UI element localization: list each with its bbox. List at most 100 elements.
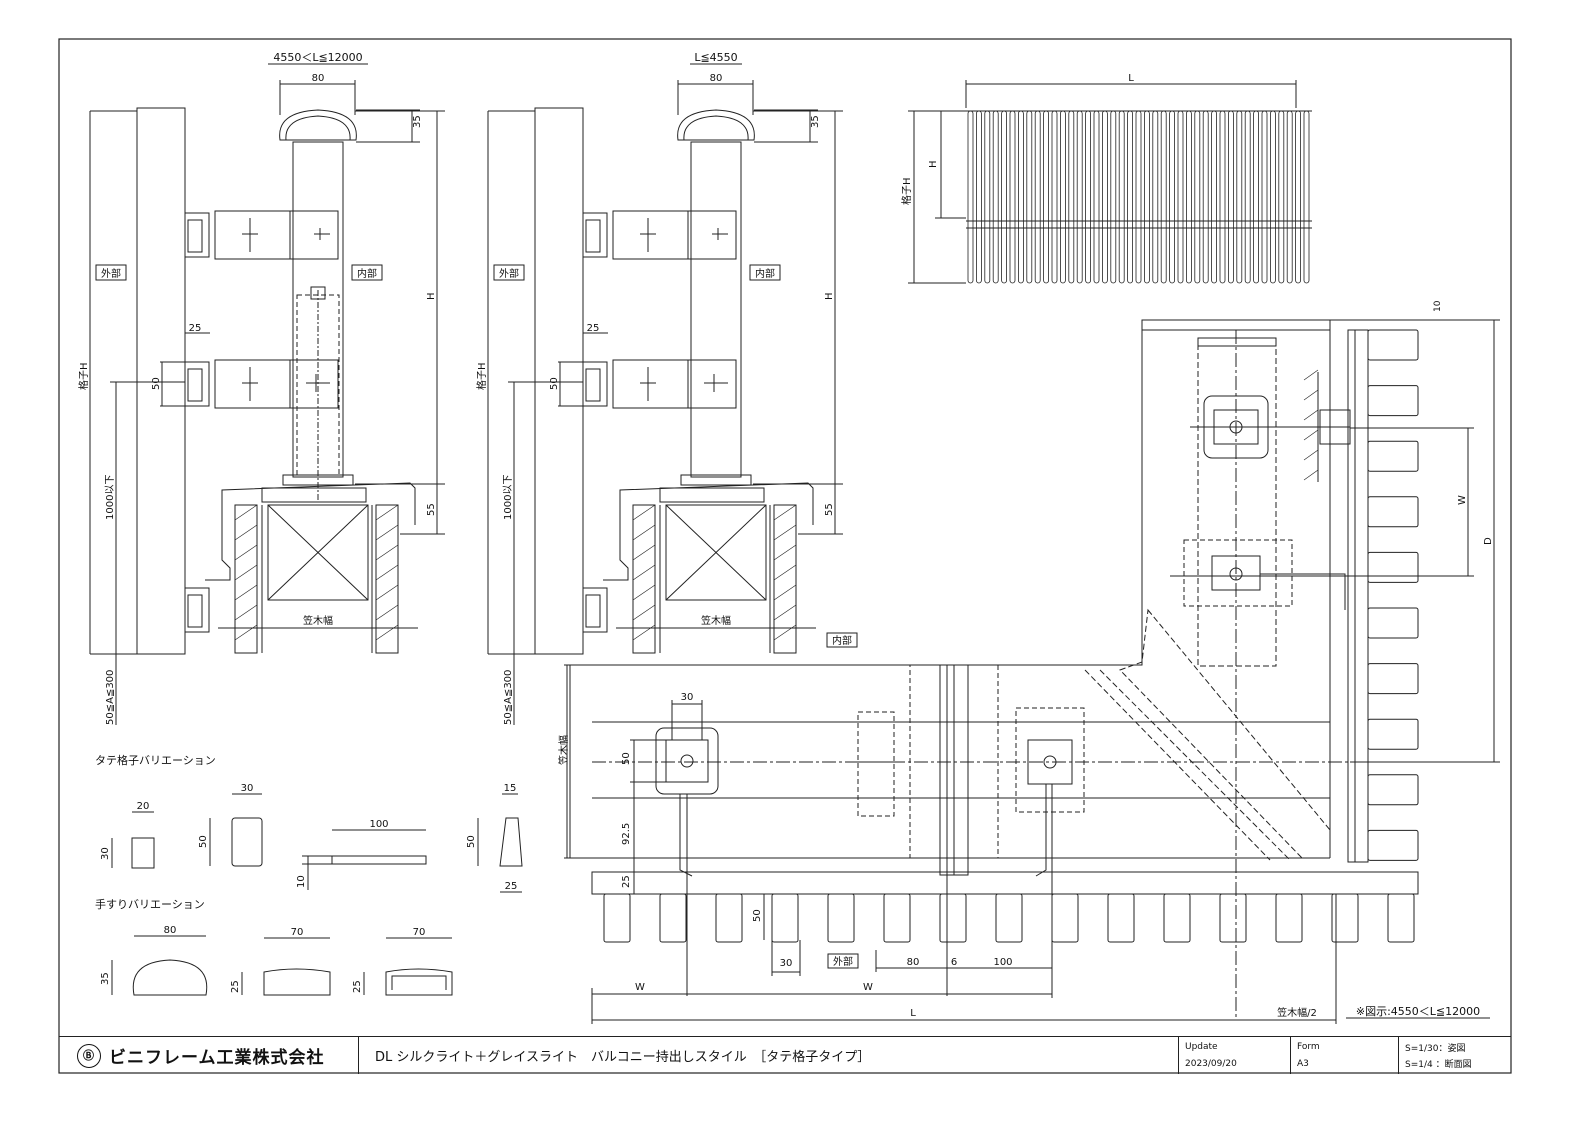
drawing-title: DL シルクライト＋グレイスライト バルコニー持出しスタイル ［タテ格子タイプ］ — [359, 1037, 1179, 1074]
plan-dim-100: 100 — [993, 957, 1012, 968]
plan-bar-side — [1367, 496, 1419, 528]
elevation-bar — [1194, 110, 1201, 284]
dim-A: 50≦A≦300 — [503, 670, 514, 725]
dim-top-width: 80 — [710, 73, 723, 84]
section-mid: L≦4550 80 35 H 55 格子H 1000以下 25 — [475, 51, 843, 725]
scale-2: S=1/4 ：断面図 — [1405, 1060, 1472, 1071]
plan-dim-25: 25 — [621, 875, 632, 888]
elevation-bar — [1118, 110, 1125, 284]
plan-dim-W-side: W — [1457, 495, 1468, 505]
dim-H: H — [824, 292, 835, 300]
elevation-bar — [992, 110, 999, 284]
plan-bar — [1331, 893, 1359, 943]
elevation-bar — [1043, 110, 1049, 284]
scale-cell: S=1/30：姿図 S=1/4 ：断面図 — [1399, 1037, 1511, 1074]
lattice-variation-title: タテ格子バリエーション — [95, 753, 216, 767]
l4-b: 25 — [505, 881, 518, 892]
elevation-bar — [1261, 110, 1268, 284]
plan-bar — [771, 893, 799, 943]
l2-h: 50 — [198, 835, 209, 848]
elevation-bar — [1127, 110, 1133, 284]
elevation-bar — [1169, 110, 1175, 284]
plan-dim-W2: W — [863, 982, 873, 993]
form-value: A3 — [1297, 1058, 1309, 1069]
plan-bar-side — [1367, 663, 1419, 695]
plan-bar — [603, 893, 631, 943]
dim-A: 50≦A≦300 — [105, 670, 116, 725]
dim-cap-height: 35 — [412, 115, 423, 128]
plan-view: 10 D W — [557, 300, 1500, 1024]
l4-h: 50 — [466, 835, 477, 848]
label-inside: 内部 — [357, 267, 377, 280]
elevation-bar — [1177, 110, 1184, 284]
elevation-bar — [1295, 110, 1301, 284]
plan-dim-10: 10 — [1433, 300, 1443, 312]
elevation-bar — [1228, 110, 1234, 284]
update-cell: Update 2023/09/20 — [1179, 1037, 1291, 1074]
plan-bar — [827, 893, 855, 943]
l2-w: 30 — [241, 783, 254, 794]
elevation-bar — [1286, 110, 1293, 284]
plan-bar-side — [1367, 440, 1419, 472]
elevation-bar — [1186, 110, 1192, 284]
elevation-bar — [1202, 110, 1209, 284]
elev-dim-L: L — [1128, 73, 1134, 84]
plan-bar — [1051, 893, 1079, 943]
elevation-bar — [1135, 110, 1142, 284]
l4-w: 15 — [504, 783, 517, 794]
plan-bar — [1163, 893, 1191, 943]
plan-label-inside: 内部 — [832, 634, 852, 647]
elevation-bar — [1236, 110, 1243, 284]
plan-bar — [1275, 893, 1303, 943]
elevation-bar — [967, 110, 974, 284]
elevation-lattice-bars — [967, 110, 1310, 284]
plan-dim-kasagi: 笠木幅 — [557, 735, 570, 765]
scale-1: S=1/30：姿図 — [1405, 1043, 1466, 1054]
label-outside: 外部 — [101, 267, 121, 280]
elevation-bar — [1034, 110, 1041, 284]
elev-dim-H: H — [928, 160, 939, 168]
elevation-bar — [1160, 110, 1167, 284]
elevation-bar — [1076, 110, 1083, 284]
plan-bar — [1107, 893, 1135, 943]
elev-dim-lattice-H: 格子H — [900, 177, 913, 205]
label-kasagi: 笠木幅 — [701, 614, 731, 627]
plan-bar — [659, 893, 687, 943]
r3-w: 70 — [413, 927, 426, 938]
elevation-bar — [1009, 110, 1016, 284]
company-name: ビニフレーム工業株式会社 — [109, 1048, 325, 1068]
dim-1000: 1000以下 — [105, 475, 116, 520]
elevation-bar — [984, 110, 991, 284]
section-left: 4550＜L≦12000 80 35 H — [77, 51, 445, 725]
plan-bar-side — [1367, 774, 1419, 806]
label-kasagi: 笠木幅 — [303, 614, 333, 627]
plan-dim-30: 30 — [681, 692, 694, 703]
plan-bar — [939, 893, 967, 943]
rail-variation-title: 手すりバリエーション — [95, 897, 205, 911]
plan-lattice-bars-right — [1367, 329, 1419, 861]
plan-label-outside: 外部 — [833, 955, 853, 968]
l3-h: 10 — [296, 875, 307, 888]
plan-dim-D: D — [1483, 537, 1494, 545]
elevation-bar — [1051, 110, 1058, 284]
r1-w: 80 — [164, 925, 177, 936]
title-block: Ⓑ ビニフレーム工業株式会社 DL シルクライト＋グレイスライト バルコニー持出… — [59, 1036, 1511, 1074]
dim-50: 50 — [549, 377, 560, 390]
dim-25: 25 — [189, 323, 202, 334]
label-outside: 外部 — [499, 267, 519, 280]
plan-dim-50: 50 — [621, 752, 632, 765]
update-value: 2023/09/20 — [1185, 1058, 1237, 1069]
plan-bar-side — [1367, 718, 1419, 750]
plan-bar — [883, 893, 911, 943]
plan-dim-30b: 30 — [780, 958, 793, 969]
l1-w: 20 — [137, 801, 150, 812]
update-label: Update — [1185, 1042, 1218, 1053]
dim-top-width: 80 — [312, 73, 325, 84]
plan-bar — [995, 893, 1023, 943]
dim-lattice-H: 格子H — [77, 362, 90, 390]
plan-bar-side — [1367, 829, 1419, 861]
elevation-bar — [1303, 110, 1310, 284]
dim-55: 55 — [824, 503, 835, 516]
plan-bar — [715, 893, 743, 943]
